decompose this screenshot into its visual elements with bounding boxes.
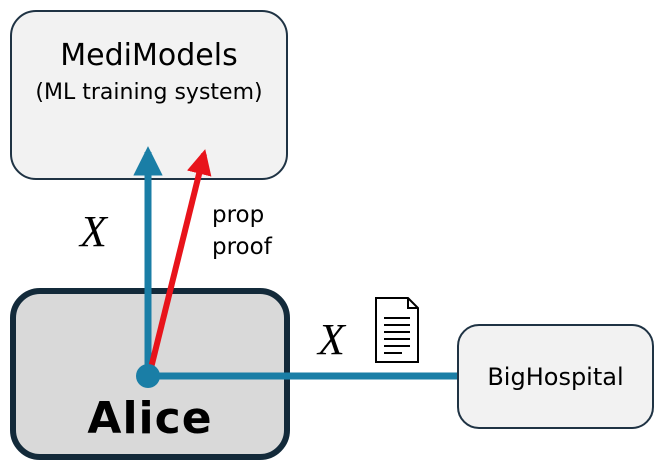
medimodels-title: MediModels (60, 38, 238, 73)
document-icon (375, 297, 419, 363)
prop-proof-label-line1: prop (212, 202, 265, 228)
proof-to-medimodels-arrow (147, 149, 212, 373)
medimodels-subtitle: (ML training system) (35, 80, 263, 105)
alice-title: Alice (87, 393, 213, 444)
alice-origin-dot (136, 364, 160, 388)
bighospital-title: BigHospital (487, 362, 624, 391)
x-variable-label-up: X (80, 207, 107, 256)
bighospital-node: BigHospital (457, 324, 654, 429)
x-variable-label-right: X (318, 315, 345, 364)
prop-proof-label: prop proof (212, 199, 272, 263)
prop-proof-label-line2: proof (212, 234, 272, 260)
